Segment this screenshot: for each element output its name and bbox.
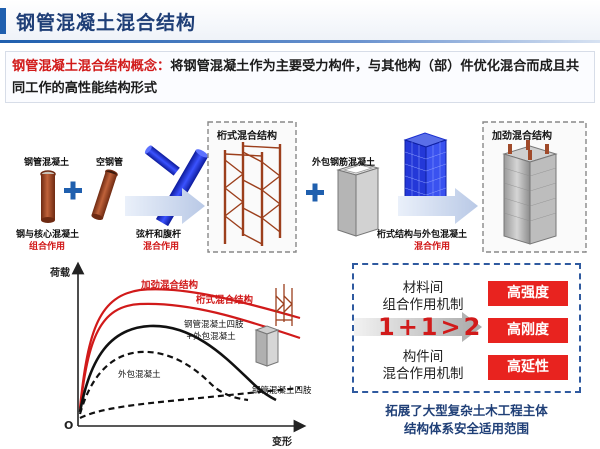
curve-encased — [78, 350, 249, 415]
interaction-model-icon — [403, 132, 448, 213]
label-stiffened: 加劲混合结构 — [141, 280, 199, 291]
page-title: 钢管混凝土混合结构 — [16, 12, 197, 34]
chord-web-effect: 混合作用 — [143, 242, 180, 252]
concept-statement: 钢管混凝土混合结构概念：将钢管混凝土作为主要受力构件，与其他构（部）件优化混合而… — [12, 56, 590, 100]
encased-concrete-icon — [336, 162, 380, 237]
composition-diagram — [40, 121, 587, 253]
label-lattice: 桁式混合结构 — [196, 295, 254, 306]
member-line-2: 混合作用机制 — [382, 366, 464, 382]
concept-box — [5, 51, 595, 103]
label-cfst-four: 钢管混凝土四肢 — [252, 386, 312, 396]
stiffened-structure-icon — [502, 140, 558, 245]
encased-label: 外包钢筋混凝土 — [312, 158, 376, 168]
badge-high-stiffness: 高刚度 — [488, 318, 568, 343]
y-axis-label: 荷载 — [50, 268, 70, 279]
curve-lattice — [78, 302, 301, 411]
title-bar — [0, 0, 600, 42]
arrow-1 — [125, 188, 205, 224]
material-line-2: 组合作用机制 — [382, 297, 464, 313]
arrow-2 — [398, 188, 478, 224]
lattice-structure-icon — [223, 142, 282, 246]
core-interaction-label: 钢与核心混凝土 — [16, 230, 80, 240]
origin-label: O — [64, 419, 74, 432]
badge-high-ductility: 高延性 — [488, 355, 568, 380]
lattice-structure-box — [207, 121, 297, 253]
title-accent-bar — [0, 8, 6, 34]
chord-web-label: 弦杆和腹杆 — [136, 230, 182, 240]
interaction-effect: 混合作用 — [414, 242, 451, 252]
label-encased: 外包混凝土 — [118, 370, 161, 380]
summary-line-2: 结构体系安全适用范围 — [403, 421, 529, 436]
summary: 拓展了大型复杂土木工程主体 结构体系安全适用范围 — [352, 402, 581, 438]
plus-icon-2 — [306, 183, 324, 202]
formula-arrow — [354, 312, 482, 342]
member-line-1: 构件间 — [402, 349, 444, 365]
steel-tube-label: 空钢管 — [96, 158, 124, 168]
label-cfst-encased-1: 钢管混凝土四肢 — [184, 320, 244, 330]
encased-thumbnail-icon — [254, 325, 280, 367]
stiffened-box-title: 加劲混合结构 — [492, 131, 552, 142]
material-line-1: 材料间 — [402, 280, 444, 296]
curve-cfst-four — [79, 386, 301, 419]
summary-line-1: 拓展了大型复杂土木工程主体 — [385, 403, 548, 418]
core-interaction-effect: 组合作用 — [29, 242, 66, 252]
lattice-box-title: 桁式混合结构 — [217, 131, 277, 142]
curve-stiffened — [78, 288, 301, 409]
cfst-column-icon — [40, 170, 56, 223]
load-deformation-chart — [71, 261, 307, 433]
lattice-thumbnail-icon — [275, 284, 293, 326]
plus-icon — [64, 181, 82, 200]
x-axis-label: 变形 — [272, 437, 292, 448]
badge-high-strength: 高强度 — [488, 281, 568, 306]
steel-tube-icon — [91, 169, 118, 221]
cfst-label: 钢管混凝土 — [24, 158, 70, 168]
curve-cfst-encased — [78, 324, 277, 413]
label-cfst-encased-2: +外包混凝土 — [186, 332, 236, 342]
concept-body: 将钢管混凝土作为主要受力构件，与其他构（部）件优化混合而成且共同工作的高性能结构… — [12, 59, 580, 96]
title-underline — [0, 40, 600, 43]
formula-text: 1+1>2 — [378, 313, 484, 341]
concept-label: 钢管混凝土混合结构概念： — [12, 59, 171, 74]
interaction-label: 桁式结构与外包混凝土 — [377, 230, 468, 240]
